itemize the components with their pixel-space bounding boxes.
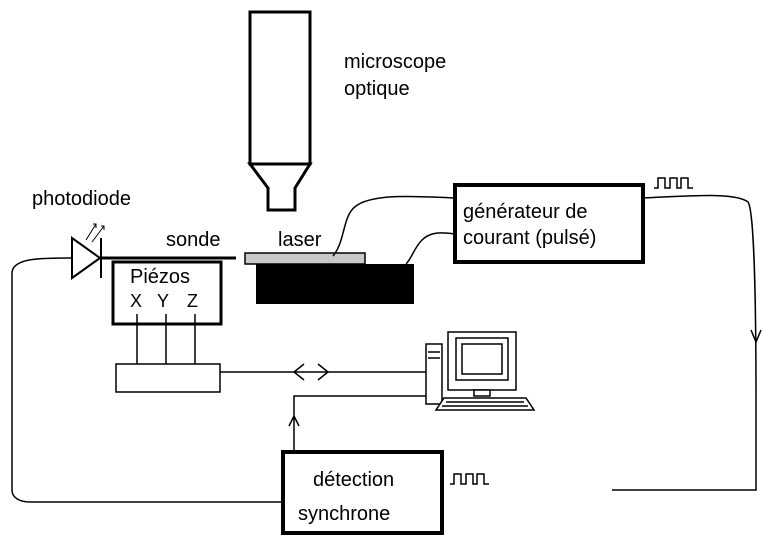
microscope xyxy=(247,10,313,212)
arrow-down-icon xyxy=(750,329,762,344)
computer-base xyxy=(473,389,491,397)
microscope-objective xyxy=(247,162,313,212)
laser-chip xyxy=(244,252,366,265)
detection-label-line2: synchrone xyxy=(298,503,390,525)
arrow-up-icon xyxy=(288,414,300,427)
detection-box xyxy=(281,450,444,535)
axis-x-label: X xyxy=(130,291,142,311)
light-rays-icon xyxy=(85,223,105,243)
computer-icon xyxy=(425,331,536,411)
diode-icon xyxy=(71,236,102,280)
mount-block xyxy=(256,264,414,304)
generator-label-line1: générateur de xyxy=(463,201,588,223)
detection-to-computer-wire xyxy=(293,395,432,452)
generator-box xyxy=(453,183,645,264)
microscope-label-line1: microscope xyxy=(344,51,446,73)
generator-to-detection-wire xyxy=(612,194,757,491)
photodiode-to-detection-wire xyxy=(11,257,283,503)
controller-box xyxy=(115,363,221,393)
microscope-tube xyxy=(248,10,312,166)
axis-z-label: Z xyxy=(187,291,198,311)
microscope-label-line2: optique xyxy=(344,78,410,100)
axis-y-label: Y xyxy=(157,291,169,311)
laser-label: laser xyxy=(278,229,322,251)
computer-keyboard xyxy=(434,397,536,411)
computer-tower xyxy=(425,343,443,405)
piezo-wires xyxy=(136,314,196,364)
pulse-train-icon xyxy=(654,177,693,189)
piezos-label: Piézos xyxy=(130,266,190,288)
generator-label-line2: courant (pulsé) xyxy=(463,227,596,249)
piezos-box xyxy=(111,260,223,326)
photodiode-label: photodiode xyxy=(32,188,131,210)
generator-wires xyxy=(332,195,456,265)
double-arrow-icon xyxy=(292,363,330,381)
detection-label-line1: détection xyxy=(313,469,394,491)
pulse-train-icon xyxy=(450,473,489,485)
sonde-label: sonde xyxy=(166,229,221,251)
